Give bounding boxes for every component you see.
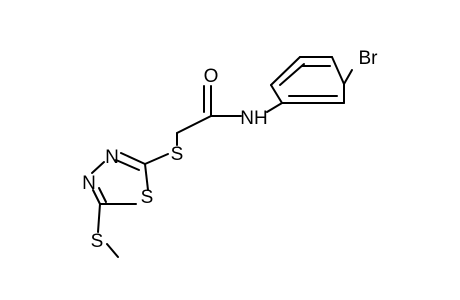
- bond-s-c2: [144, 153, 169, 165]
- bond-n4-c5-double-a: [92, 189, 101, 205]
- atom-labels: O NH Br S N N S S: [82, 48, 378, 252]
- bond-ring-c4-c5: [331, 56, 345, 85]
- bond-aryl-br: [343, 69, 353, 85]
- bond-n3-n4: [91, 161, 105, 174]
- atom-sulfur-methyl-label: S: [91, 231, 104, 252]
- bond-carbonyl-ch2: [176, 115, 212, 134]
- bond-c2-n3-double-b: [115, 159, 140, 171]
- bond-ring-c2-c3: [270, 56, 301, 86]
- atom-nitrogen-3-label: N: [105, 147, 119, 168]
- bond-n4-c5-double-b: [98, 187, 107, 203]
- bonds: [91, 56, 353, 258]
- atom-oxygen-label: O: [204, 66, 219, 87]
- bond-c5-smethyl: [97, 203, 101, 233]
- atom-nh-label: NH: [240, 108, 267, 129]
- bond-c2-n3-double-a: [120, 152, 146, 165]
- bond-ring-c1-c2: [270, 84, 283, 104]
- bond-ring-inner-left: [279, 63, 305, 86]
- bond-nh-aryl: [266, 102, 283, 113]
- atom-sulfur-ring-label: S: [141, 187, 154, 208]
- atom-bromine-label: Br: [359, 48, 379, 69]
- atom-sulfur-linker-label: S: [171, 144, 184, 165]
- bond-smethyl-ch3: [106, 243, 119, 258]
- bond-s1-c2: [144, 163, 149, 191]
- atom-nitrogen-4-label: N: [82, 173, 96, 194]
